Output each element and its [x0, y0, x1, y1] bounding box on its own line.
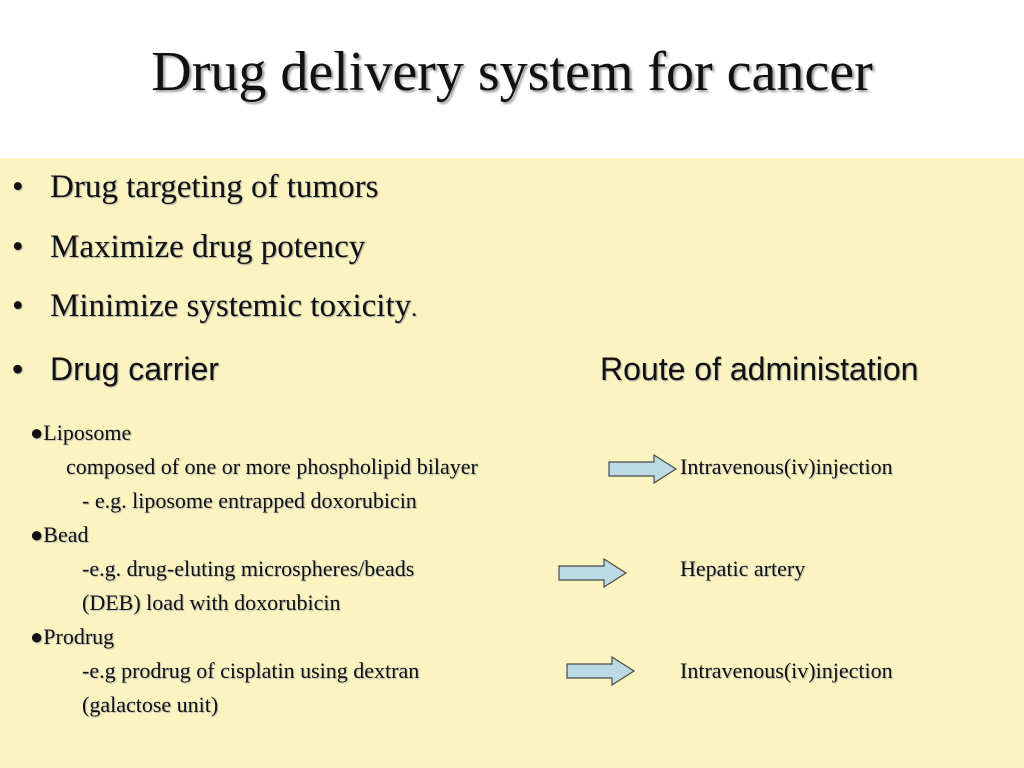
bullet-suffix: .: [411, 296, 418, 322]
carrier-route-liposome: Intravenous(iv)injection: [680, 454, 893, 479]
bullet-text: Drug targeting of tumors: [50, 169, 379, 205]
carrier-description-prodrug: -e.g prodrug of cisplatin using dextran: [82, 658, 420, 683]
slide-header: Drug delivery system for cancer: [0, 0, 1024, 158]
bullet-text: Minimize systemic toxicity: [50, 288, 412, 324]
carrier-description-liposome: composed of one or more phospholipid bil…: [66, 454, 478, 479]
route-heading: Route of administation: [600, 351, 919, 387]
carrier-route-prodrug: Intravenous(iv)injection: [680, 658, 893, 683]
bullet-drug-targeting: • Drug targeting of tumors: [12, 171, 378, 204]
arrow-shape: [566, 656, 636, 686]
bullet-minimize-toxicity: • Minimize systemic toxicity.: [12, 290, 417, 323]
arrow-shape: [608, 454, 678, 484]
arrow-shape: [558, 558, 628, 588]
slide-title: Drug delivery system for cancer: [151, 41, 873, 103]
carrier-route-bead: Hepatic artery: [680, 556, 806, 581]
bullet-marker: •: [12, 229, 24, 265]
carrier-description-bead: -e.g. drug-eluting microspheres/beads: [82, 556, 415, 581]
right-arrow-icon: [558, 558, 628, 588]
carrier-name-prodrug: ●Prodrug: [30, 624, 115, 649]
bullet-marker: •: [12, 351, 24, 387]
carrier-example-liposome: - e.g. liposome entrapped doxorubicin: [82, 488, 417, 513]
bullet-text: Maximize drug potency: [50, 229, 366, 265]
bullet-maximize-potency: • Maximize drug potency: [12, 231, 365, 264]
bullet-text: Drug carrier: [50, 351, 219, 387]
content-panel: [0, 158, 1024, 768]
bullet-marker: •: [12, 288, 24, 324]
bullet-marker: •: [12, 169, 24, 205]
carrier-name-bead: ●Bead: [30, 522, 89, 547]
right-arrow-icon: [608, 454, 678, 484]
carrier-name-liposome: ●Liposome: [30, 420, 132, 445]
right-arrow-icon: [566, 656, 636, 686]
bullet-drug-carrier: • Drug carrier: [12, 353, 219, 385]
carrier-example-prodrug: (galactose unit): [82, 692, 219, 717]
carrier-example-bead: (DEB) load with doxorubicin: [82, 590, 341, 615]
